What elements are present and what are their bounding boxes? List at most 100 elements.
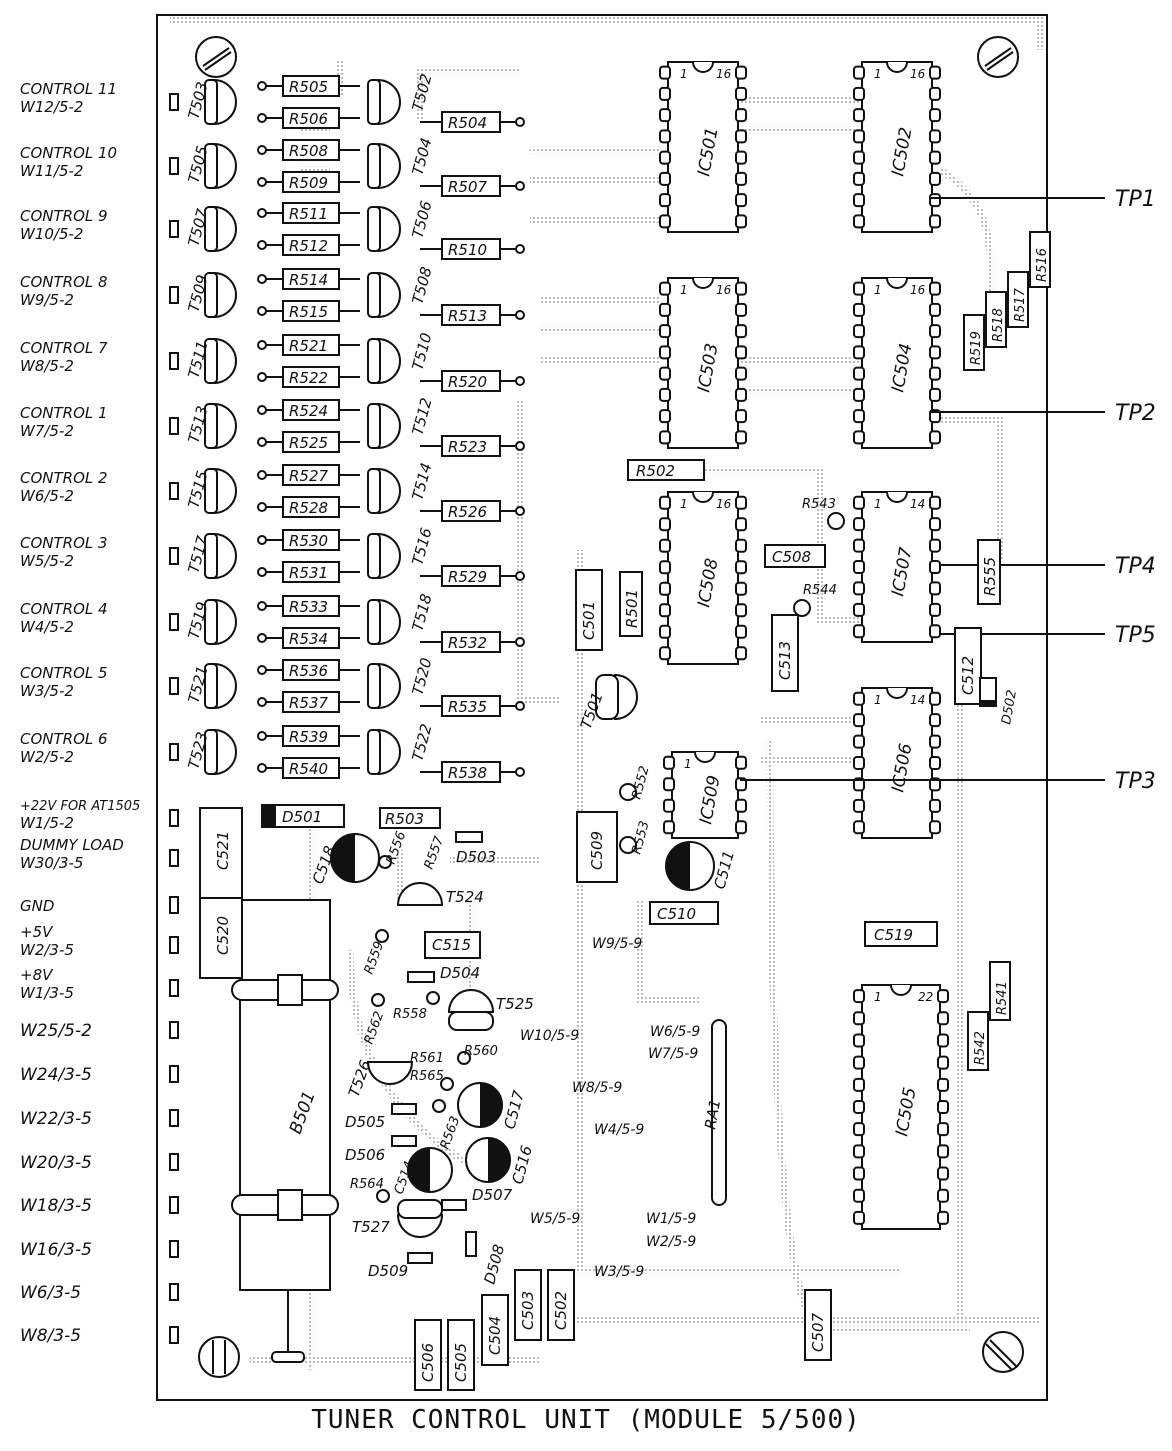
screw-top-right xyxy=(977,36,1019,78)
ic-pin1: 1 xyxy=(874,67,882,81)
mounting-screws xyxy=(195,36,1024,1378)
wire-label: W1/5-9 xyxy=(646,1211,696,1227)
connector-label: CONTROL 2 xyxy=(20,469,108,487)
resistor-body xyxy=(282,659,340,681)
d506-label: D506 xyxy=(345,1146,385,1164)
connector-sublabel: W9/5-2 xyxy=(20,291,74,309)
resistor-label: R533 xyxy=(289,598,328,616)
connector-label: CONTROL 4 xyxy=(20,600,108,618)
c508-label: C508 xyxy=(772,548,811,566)
transistor-body xyxy=(377,78,401,126)
b501-body xyxy=(239,899,331,1291)
connector-pad xyxy=(169,547,179,565)
resistor-label: R522 xyxy=(289,369,328,387)
connector-label: CONTROL 6 xyxy=(20,730,108,748)
t525-label: T525 xyxy=(496,995,534,1013)
connector-label: W18/3-5 xyxy=(20,1196,92,1216)
connector-label: W8/3-5 xyxy=(20,1326,81,1346)
r555-label: R555 xyxy=(981,557,999,596)
transistor-body xyxy=(377,402,401,450)
transistor-flat xyxy=(204,533,218,579)
connector-label: W22/3-5 xyxy=(20,1109,92,1129)
resistor-body xyxy=(441,304,501,326)
transistor-flat xyxy=(204,729,218,775)
transistor-body xyxy=(213,78,237,126)
resistor-body xyxy=(441,370,501,392)
resistor-label: R529 xyxy=(448,568,487,586)
r518-label: R518 xyxy=(991,308,1006,342)
transistor-flat xyxy=(367,272,381,318)
resistor-label: R513 xyxy=(448,307,487,325)
connector-pad xyxy=(169,809,179,827)
connector-pads xyxy=(169,93,179,1344)
connector-label: W6/3-5 xyxy=(20,1283,81,1303)
connector-pad xyxy=(169,1196,179,1214)
t524-label: T524 xyxy=(446,888,484,906)
ic-body xyxy=(861,277,933,449)
connector-label: GND xyxy=(20,897,54,915)
connector-pad xyxy=(169,1283,179,1301)
resistor-label: R537 xyxy=(289,694,329,712)
test-point-label: TP5 xyxy=(1115,623,1156,648)
transistor-flat xyxy=(367,729,381,775)
screw-bottom-right xyxy=(982,1331,1024,1373)
connector-pad xyxy=(169,352,179,370)
resistor-label: R511 xyxy=(289,205,328,223)
transistor-body xyxy=(377,337,401,385)
r502-label: R502 xyxy=(636,462,675,480)
transistor-flat xyxy=(204,79,218,125)
test-point-label: TP3 xyxy=(1115,769,1156,794)
ic-pin1: 1 xyxy=(874,497,882,511)
d504-label: D504 xyxy=(440,964,480,982)
connector-label: W25/5-2 xyxy=(20,1021,92,1041)
c521-label: C521 xyxy=(214,831,232,870)
resistor-label: R504 xyxy=(448,114,487,132)
transistor-flat xyxy=(204,143,218,189)
d503-label: D503 xyxy=(456,848,496,866)
ic-pin1: 1 xyxy=(680,283,688,297)
connector-sublabel: W10/5-2 xyxy=(20,225,83,243)
test-point-label: TP1 xyxy=(1115,187,1156,212)
connector-sublabel: W2/5-2 xyxy=(20,748,74,766)
r519-label: R519 xyxy=(969,331,984,365)
resistor-label: R535 xyxy=(448,698,487,716)
resistor-body xyxy=(282,496,340,518)
connector-sublabel: W1/5-2 xyxy=(20,814,74,832)
connector-label: CONTROL 10 xyxy=(20,144,117,162)
r541-label: R541 xyxy=(995,981,1010,1015)
r503-label: R503 xyxy=(385,810,424,828)
resistor-body xyxy=(282,366,340,388)
transistor-flat xyxy=(204,663,218,709)
connector-label: DUMMY LOAD xyxy=(20,836,124,854)
resistor-body xyxy=(282,300,340,322)
ic-body xyxy=(667,491,739,665)
connector-label: +22V FOR AT1505 xyxy=(20,799,140,814)
resistor-label: R521 xyxy=(289,337,328,355)
resistor-label: R515 xyxy=(289,303,328,321)
transistor-body xyxy=(213,728,237,776)
connector-label: W20/3-5 xyxy=(20,1153,92,1173)
misc-components: B501 C521 C520 D501 R503 D503 C518 R556 … xyxy=(199,231,1051,1391)
c519-label: C519 xyxy=(874,926,913,944)
transistor-body xyxy=(377,728,401,776)
r560-label: R560 xyxy=(464,1044,498,1059)
c515-label: C515 xyxy=(432,936,471,954)
wire-label: W9/5-9 xyxy=(592,936,642,952)
transistor-flat xyxy=(204,206,218,252)
transistor-body xyxy=(213,532,237,580)
c520-label: C520 xyxy=(214,916,232,955)
transistor-body xyxy=(377,598,401,646)
transistor-body xyxy=(377,662,401,710)
resistor-body xyxy=(441,695,501,717)
transistor-body xyxy=(213,142,237,190)
resistor-label: R524 xyxy=(289,402,328,420)
transistor-body xyxy=(213,662,237,710)
